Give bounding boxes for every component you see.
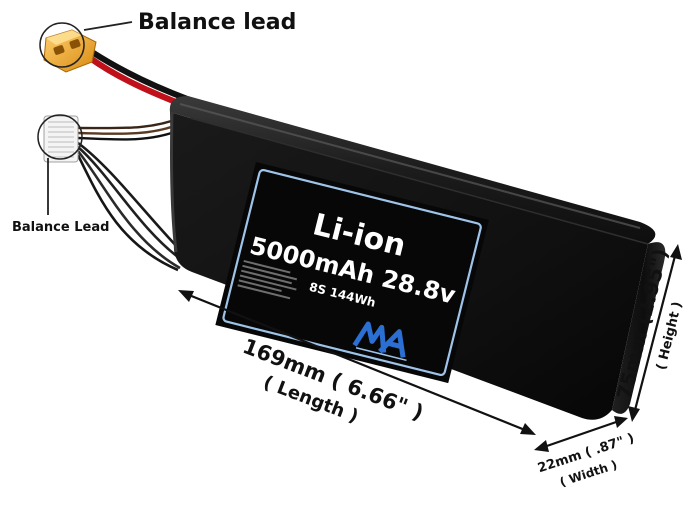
brand-logo-icon	[352, 321, 407, 362]
callout-line-left	[37, 114, 83, 215]
callout-line-top	[39, 21, 133, 68]
balance-wires	[76, 116, 186, 272]
main-wires	[87, 49, 193, 109]
dimension-arrow-icon	[178, 244, 682, 452]
callout-balance-lead-left: Balance Lead	[12, 220, 110, 235]
callout-balance-lead-top: Balance lead	[138, 10, 297, 35]
battery-label: Li-ion 5000mAh 28.8v 8S 144Wh	[215, 162, 489, 384]
jst-xh-connector-icon	[43, 115, 79, 163]
